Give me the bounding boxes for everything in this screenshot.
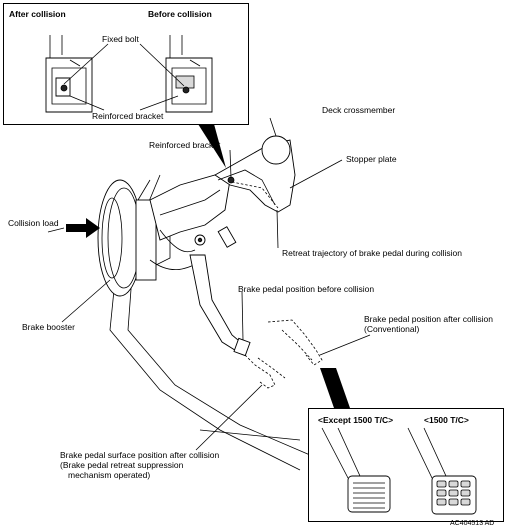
after-collision-title: After collision (9, 9, 66, 19)
brake-booster-shape (97, 179, 171, 297)
surface-position-label-3: mechanism operated) (68, 470, 151, 480)
retreat-trajectory-label: Retreat trajectory of brake pedal during… (282, 248, 463, 258)
deck-crossmember-label: Deck crossmember (322, 105, 396, 115)
figure-code: AC404513 AD (450, 520, 495, 527)
pedal-after-label-2: (Conventional) (364, 324, 420, 334)
after-collision-bracket (45, 35, 93, 113)
pedal-surface-after-dashed (244, 354, 276, 389)
before-collision-title: Before collision (148, 9, 212, 19)
callout-pointer-bottom (320, 368, 350, 408)
before-collision-bracket (165, 35, 213, 113)
pedal-pad-1500 (407, 427, 477, 515)
pedal-pad-except-1500 (321, 427, 391, 513)
stopper-plate-shape (214, 135, 296, 213)
reinforced-bracket-label: Reinforced bracket (149, 140, 221, 150)
brake-booster-label: Brake booster (22, 322, 75, 332)
surface-position-label-2: (Brake pedal retreat suppression (60, 460, 184, 470)
retreat-trajectory-line (231, 181, 279, 209)
callout-pointer-top (198, 124, 226, 168)
surface-position-label-1: Brake pedal surface position after colli… (60, 450, 220, 460)
fixed-bolt-label: Fixed bolt (102, 34, 139, 44)
pedal-after-label-1: Brake pedal position after collision (364, 314, 493, 324)
t1500-title: <1500 T/C> (424, 415, 469, 425)
stopper-plate-label: Stopper plate (346, 154, 397, 164)
pedal-bracket-shape (149, 174, 237, 271)
collision-load-arrow (66, 218, 100, 238)
collision-load-label: Collision load (8, 218, 59, 228)
reinforced-bracket-top-label: Reinforced bracket (92, 111, 164, 121)
pedal-conventional-dashed (267, 319, 323, 366)
pedal-before-label: Brake pedal position before collision (238, 284, 375, 294)
except-1500-title: <Except 1500 T/C> (318, 415, 394, 425)
